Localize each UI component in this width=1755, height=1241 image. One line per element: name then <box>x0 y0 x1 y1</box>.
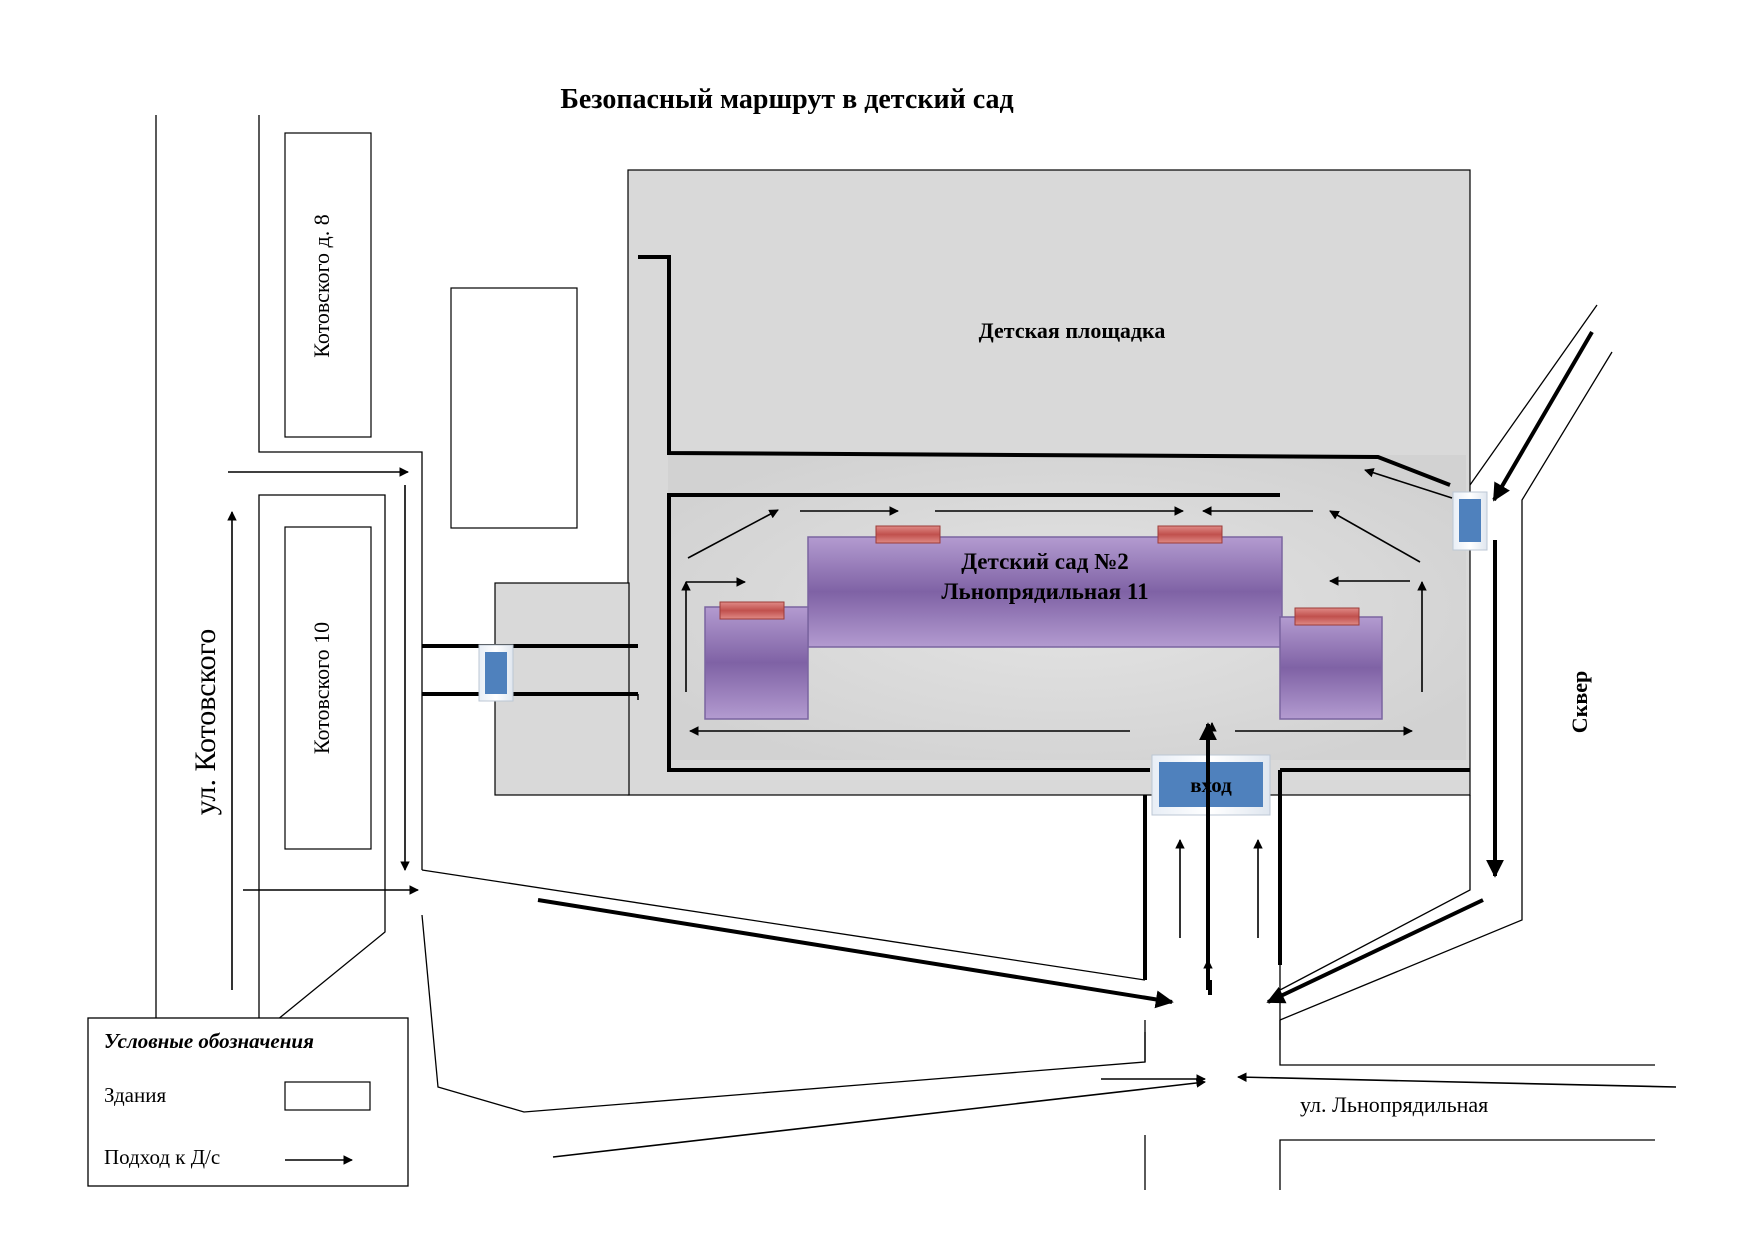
street-kotovskogo-label: ул. Котовского <box>189 629 222 815</box>
map-title: Безопасный маршрут в детский сад <box>560 84 1013 115</box>
entrance-marker <box>1294 607 1360 626</box>
entrance-marker <box>719 601 785 620</box>
route-arrows <box>227 467 1677 1158</box>
legend: Условные обозначения Здания Подход к Д/с <box>87 1017 409 1187</box>
entrance-label: вход <box>1190 773 1232 797</box>
route-arrows-thick <box>537 330 1594 1009</box>
legend-title: Условные обозначения <box>104 1029 314 1053</box>
street-lnopryadilnaya-label: ул. Льнопрядильная <box>1300 1092 1488 1117</box>
entrance-gate: вход <box>1151 754 1271 816</box>
building-kotovskogo-8 <box>284 132 372 438</box>
square-label: Сквер <box>1567 671 1592 733</box>
entrance-marker <box>875 525 941 544</box>
legend-buildings-label: Здания <box>104 1083 166 1107</box>
kindergarten-right-wing <box>1279 616 1383 720</box>
legend-approach-label: Подход к Д/с <box>104 1145 220 1169</box>
gate-annex <box>494 582 630 796</box>
building-middle <box>450 287 578 529</box>
kindergarten-name: Детский сад №2 <box>961 549 1129 574</box>
playground-label: Детская площадка <box>979 318 1166 343</box>
legend-building-swatch <box>284 1081 371 1111</box>
kindergarten-left-wing <box>704 606 809 720</box>
building-kotovskogo-10 <box>284 526 372 850</box>
kindergarten-main-block <box>807 536 1283 648</box>
gate-left <box>478 644 514 702</box>
kindergarten-address: Льнопрядильная 11 <box>941 579 1148 604</box>
inner-fences <box>422 255 1470 772</box>
entrance-marker <box>1157 525 1223 544</box>
label-kotovskogo-8: Котовского д. 8 <box>309 214 334 357</box>
gate-right <box>1452 491 1488 551</box>
label-kotovskogo-10: Котовского 10 <box>309 622 334 754</box>
